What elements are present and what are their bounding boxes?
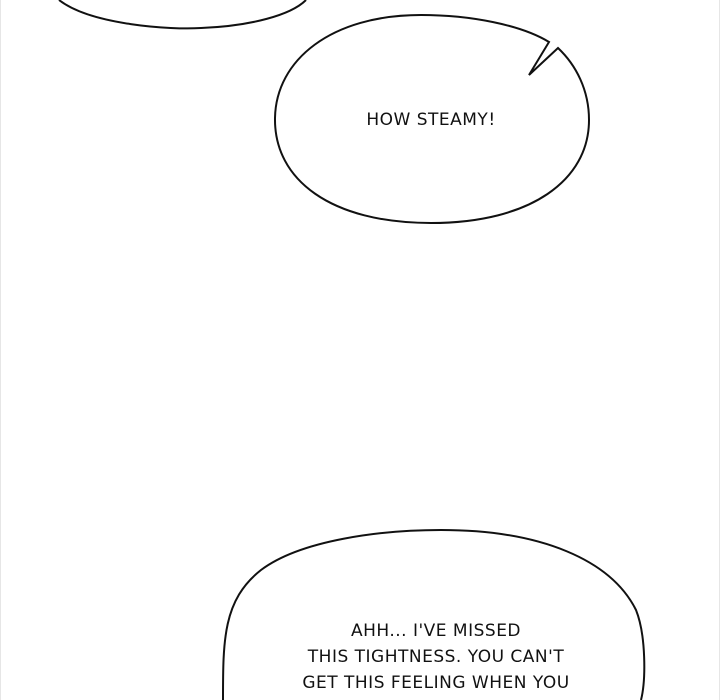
speech-bubble-ahh [222, 528, 646, 700]
speech-bubble-how-steamy [273, 13, 591, 225]
bubble-line: GET THIS FEELING WHEN YOU [302, 673, 570, 693]
bubble-text-how-steamy: HOW STEAMY! [301, 107, 561, 133]
bubble-line: THIS TIGHTNESS. YOU CAN'T [307, 647, 565, 667]
bubble-line: AHH... I'VE MISSED [350, 621, 522, 641]
speech-bubble-top-partial [58, 0, 307, 30]
bubble-line: HOW STEAMY! [366, 110, 496, 130]
bubble-text-ahh: AHH... I'VE MISSED THIS TIGHTNESS. YOU C… [241, 618, 631, 696]
